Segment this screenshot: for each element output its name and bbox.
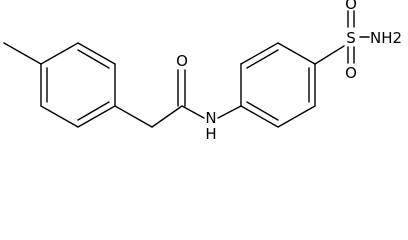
sulfonyl-oxygen-bottom-label: O: [345, 64, 357, 82]
ring-bond: [277, 42, 316, 65]
ring-double-bond: [246, 101, 279, 121]
ring-bond: [77, 42, 116, 65]
amide-nitrogen-label: N: [205, 109, 216, 127]
amide-hydrogen-label: H: [205, 125, 216, 143]
carbonyl-to-nitrogen-bond: [181, 105, 205, 119]
chemical-structure: O N H S O O NH2: [3, 0, 402, 143]
ring-bond: [40, 105, 79, 128]
bonds: [3, 10, 370, 128]
ring-bond: [77, 105, 116, 128]
sulfonamide-benzene-ring: [240, 42, 316, 128]
ring-double-bond: [246, 49, 279, 69]
ring-bond: [277, 105, 316, 128]
ring-bond: [240, 42, 279, 65]
nitrogen-to-ring-bond: [217, 105, 242, 119]
oxygen-carbonyl-label: O: [176, 52, 188, 70]
ring-bond: [40, 42, 79, 65]
atom-labels: O N H S O O NH2: [176, 0, 402, 143]
sulfur-label: S: [346, 29, 356, 47]
ring-double-bond: [77, 49, 110, 69]
ring-bond: [240, 105, 279, 128]
ring-double-bond: [77, 101, 110, 121]
sulfonyl-oxygen-top-label: O: [345, 0, 357, 13]
toluene-ring: [40, 42, 116, 128]
ring-to-sulfur-bond: [314, 45, 345, 65]
sulfonamide-nh2-label: NH2: [370, 29, 402, 47]
methyl-bond: [3, 42, 42, 65]
ring-to-ch2-bond: [114, 105, 153, 128]
ch2-to-carbonyl-bond: [151, 105, 183, 128]
